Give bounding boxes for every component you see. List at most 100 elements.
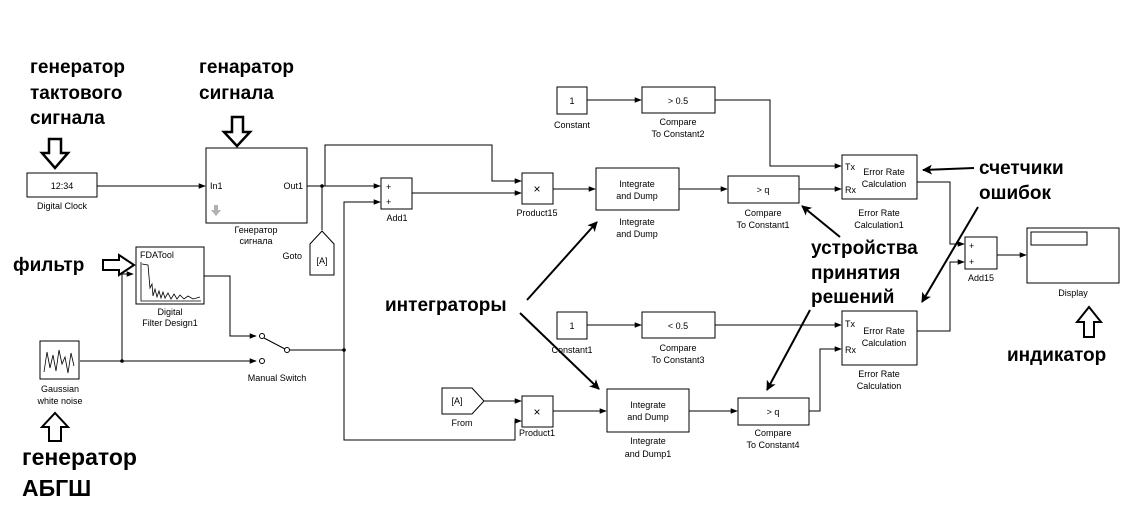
add15-block[interactable]: + + Add15 (964, 236, 998, 283)
fdatool-title: FDATool (140, 250, 174, 260)
compare4-caption-1: Compare (754, 428, 791, 438)
signal-generator-subsystem[interactable]: In1 Out1 Генератор сигнала (205, 147, 308, 246)
noise-caption-2: white noise (36, 396, 82, 406)
goto-block[interactable]: [A] Goto (282, 230, 335, 276)
err1-caption-2: Calculation1 (854, 220, 904, 230)
manual-switch-caption: Manual Switch (248, 373, 307, 383)
err2-caption-1: Error Rate (858, 369, 900, 379)
error-rate-calculation-block[interactable]: Tx Rx Error Rate Calculation Error Rate … (841, 310, 918, 391)
constant1-block[interactable]: 1 Constant1 (551, 311, 593, 355)
err2-rx-port: Rx (845, 345, 856, 355)
gaussian-noise-block[interactable]: Gaussian white noise (36, 340, 83, 406)
constant1-value: 1 (569, 321, 574, 331)
filter-right-arrow-icon (102, 253, 136, 277)
product15-block[interactable]: × Product15 (516, 172, 558, 218)
add15-sign-1: + (969, 241, 974, 251)
noise-annotation-1: генератор (22, 444, 137, 470)
clock-annotation-1: генератор (30, 57, 125, 78)
integrate-and-dump1-block[interactable]: Integrate and Dump Integrate and Dump1 (606, 388, 690, 459)
add1-caption: Add1 (386, 213, 407, 223)
int-dump-top-caption-2: and Dump (616, 229, 658, 239)
constant-caption: Constant (554, 120, 591, 130)
compare3-caption-1: Compare (659, 343, 696, 353)
compare2-caption-2: To Constant2 (651, 129, 704, 139)
add1-sign-2: + (386, 197, 391, 207)
product15-symbol: × (533, 182, 540, 196)
goto-tag: [A] (316, 256, 327, 266)
fdatool-caption-1: Digital (157, 307, 182, 317)
constant1-caption: Constant1 (551, 345, 592, 355)
constant-block[interactable]: 1 Constant (554, 86, 591, 130)
display-block[interactable]: Display (1026, 227, 1120, 298)
clock-caption: Digital Clock (37, 201, 88, 211)
filter-annotation: фильтр (13, 255, 84, 276)
clock-display: 12:34 (51, 181, 74, 191)
compare4-caption-2: To Constant4 (746, 440, 799, 450)
product15-caption: Product15 (516, 208, 557, 218)
int-dump-top-text-2: and Dump (616, 191, 658, 201)
err2-text-1: Error Rate (863, 326, 905, 336)
integrate-and-dump-block[interactable]: Integrate and Dump Integrate and Dump (595, 167, 680, 239)
add15-sign-2: + (969, 257, 974, 267)
compare-to-constant4-block[interactable]: > q Compare To Constant4 (737, 397, 810, 450)
manual-switch-block[interactable]: Manual Switch (248, 333, 307, 384)
product1-caption: Product1 (519, 428, 555, 438)
display-up-arrow-icon (1074, 305, 1104, 338)
compare2-text: > 0.5 (668, 96, 688, 106)
display-caption: Display (1058, 288, 1088, 298)
digital-clock-block[interactable]: 12:34 Digital Clock (26, 172, 98, 211)
int-dump-top-caption-1: Integrate (619, 217, 655, 227)
integrators-annotation: интеграторы (385, 295, 507, 316)
display-readout (1030, 231, 1088, 246)
compare-to-constant2-block[interactable]: > 0.5 Compare To Constant2 (641, 86, 716, 139)
out1-port-label: Out1 (283, 181, 303, 191)
generator-down-arrow-icon (221, 115, 253, 148)
generator-annotation-2: сигнала (199, 83, 274, 104)
decision-annotation-1: устройства (811, 238, 918, 259)
clock-annotation-3: сигнала (30, 108, 105, 129)
from-tag: [A] (451, 396, 462, 406)
noise-annotation-2: АБГШ (22, 475, 91, 501)
product1-symbol: × (533, 405, 540, 419)
fdatool-caption-2: Filter Design1 (142, 318, 198, 328)
counters-annotation-2: ошибок (979, 183, 1051, 204)
compare3-text: < 0.5 (668, 321, 688, 331)
err1-caption-1: Error Rate (858, 208, 900, 218)
err1-text-1: Error Rate (863, 167, 905, 177)
from-block[interactable]: [A] From (441, 387, 485, 428)
add1-block[interactable]: + + Add1 (380, 177, 413, 223)
in1-port-label: In1 (210, 181, 223, 191)
int-dump-bottom-caption-1: Integrate (630, 436, 666, 446)
goto-caption: Goto (282, 251, 302, 261)
counters-annotation-1: счетчики (979, 158, 1064, 179)
error-rate-calculation1-block[interactable]: Tx Rx Error Rate Calculation Error Rate … (841, 154, 918, 230)
noise-caption-1: Gaussian (41, 384, 79, 394)
compare-to-constant3-block[interactable]: < 0.5 Compare To Constant3 (641, 311, 716, 365)
from-caption: From (452, 418, 473, 428)
junction-dots (120, 184, 346, 363)
decision-annotation-2: принятия (811, 263, 900, 284)
decision-annotation-3: решений (811, 287, 894, 308)
signal-gen-caption-1: Генератор (234, 225, 277, 235)
err2-text-2: Calculation (862, 338, 907, 348)
down-arrow-icon (211, 205, 221, 216)
compare1-caption-1: Compare (744, 208, 781, 218)
clock-down-arrow-icon (39, 137, 71, 170)
constant-value: 1 (569, 96, 574, 106)
product1-block[interactable]: × Product1 (519, 395, 555, 438)
clock-annotation-2: тактового (30, 83, 122, 104)
int-dump-bottom-caption-2: and Dump1 (625, 449, 672, 459)
err1-tx-port: Tx (845, 162, 855, 172)
compare-to-constant1-block[interactable]: > q Compare To Constant1 (727, 175, 800, 230)
compare1-caption-2: To Constant1 (736, 220, 789, 230)
fdatool-block[interactable]: FDATool Digital Filter Design1 (135, 246, 205, 328)
int-dump-bottom-text-1: Integrate (630, 400, 666, 410)
err2-caption-2: Calculation (857, 381, 902, 391)
noise-waveform-icon (43, 349, 75, 374)
int-dump-bottom-text-2: and Dump (627, 412, 669, 422)
signal-wires (80, 97, 1027, 441)
compare1-text: > q (757, 185, 770, 195)
filter-response-icon (140, 262, 201, 302)
compare4-text: > q (767, 407, 780, 417)
